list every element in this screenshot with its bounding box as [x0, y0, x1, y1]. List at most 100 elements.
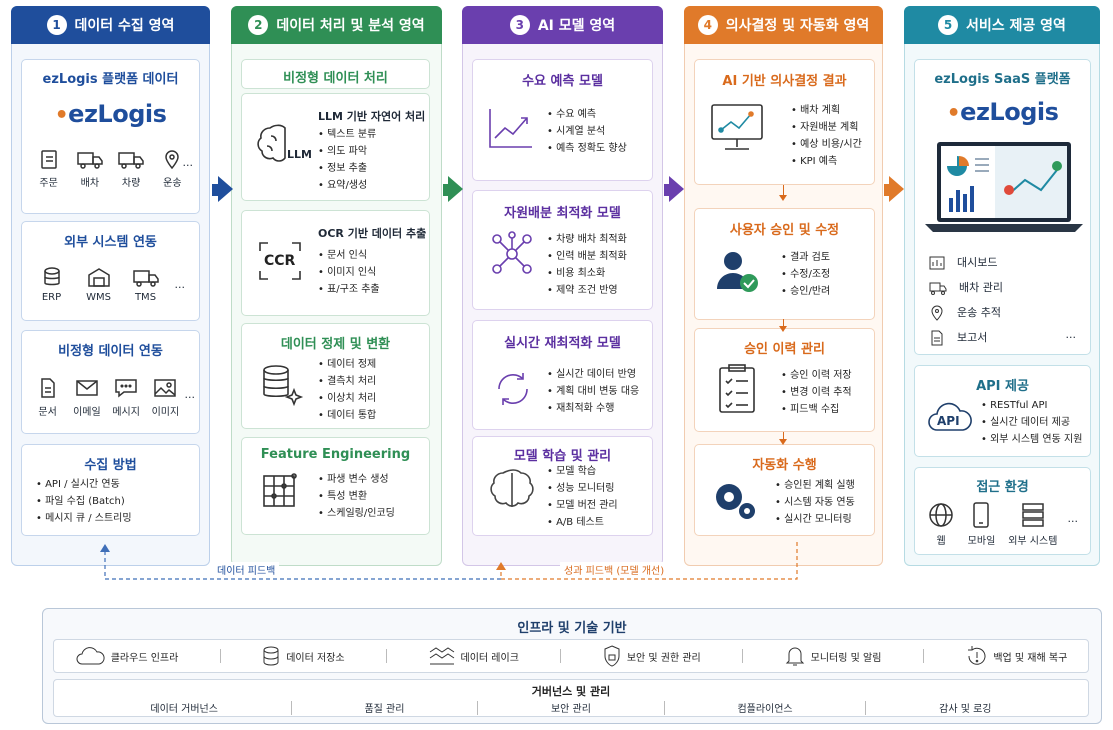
performance-feedback-label: 성과 피드백 (모델 개선) — [560, 562, 669, 577]
api-title: API 제공 — [976, 379, 1029, 394]
unstructured-processing-title-box: 비정형 데이터 처리 — [241, 59, 430, 89]
governance-item: 데이터 거버넌스 — [150, 704, 218, 715]
saas-platform-title: ezLogis SaaS 플랫폼 — [934, 72, 1071, 87]
erp-item: ERP — [35, 266, 69, 303]
ai-decision-box: AI 기반 의사결정 결과 배차 계획자원배분 계획예상 비용/시간KPI 예측 — [694, 59, 875, 185]
image-item: 이미지 — [148, 377, 182, 418]
governance-item: 보안 관리 — [550, 704, 591, 715]
platform-icons: 주문 배차 차량 운송 — [28, 148, 193, 189]
unstructured-title: 비정형 데이터 연동 — [58, 344, 163, 359]
access-icons: 웹 모바일 외부 시스템 — [921, 502, 1064, 547]
dispatch-item: 배차 — [73, 148, 107, 189]
gears-icon — [716, 484, 755, 519]
feedback-lines — [100, 542, 798, 580]
user-approval-box: 사용자 승인 및 수정 결과 검토수정/조정승인/반려 — [694, 208, 875, 320]
ai-model-column: 3AI 모델 영역 수요 예측 모델 수요 예측시계열 분석예측 정확도 향상 … — [462, 6, 663, 566]
data-cleansing-box: 데이터 정제 및 변환 데이터 정제결측치 처리이상치 처리데이터 통합 — [241, 323, 430, 429]
ai-decision-list: 배차 계획자원배분 계획예상 비용/시간KPI 예측 — [791, 102, 862, 170]
llm-box: LLM 기반 자연어 처리 LLM 텍스트 분류의도 파악정보 추출요약/생성 — [241, 93, 430, 201]
menu-report[interactable]: 보고서 — [929, 325, 1003, 350]
data-cleansing-list: 데이터 정제결측치 처리이상치 처리데이터 통합 — [318, 356, 376, 424]
collection-method-title: 수집 방법 — [84, 458, 137, 473]
infra-datalake: 데이터 레이크 — [429, 647, 519, 665]
cloud-icon — [76, 647, 105, 665]
report-icon — [931, 330, 943, 345]
more-ellipsis: ... — [182, 156, 194, 169]
tms-truck-icon — [132, 270, 159, 287]
external-system-box: 외부 시스템 연동 ERP WMS TMS ... — [21, 221, 200, 321]
column-title-4: 의사결정 및 자동화 영역 — [725, 18, 870, 34]
llm-list: 텍스트 분류의도 파악정보 추출요약/생성 — [318, 126, 376, 194]
flow-arrow-down — [779, 439, 787, 445]
resource-allocation-list: 차량 배차 최적화인력 배분 최적화비용 최소화제약 조건 반영 — [547, 231, 627, 299]
laptop-dashboard-icon — [925, 142, 1083, 232]
platform-data-title: ezLogis 플랫폼 데이터 — [42, 72, 179, 87]
backup-restore-icon — [968, 646, 986, 665]
governance-item: 품질 관리 — [364, 704, 405, 715]
flow-line — [783, 185, 784, 195]
infra-items-row: 클라우드 인프라 데이터 저장소 데이터 레이크 보안 및 권한 관리 모니터링… — [53, 639, 1089, 673]
shield-lock-icon — [604, 645, 620, 667]
server-icon — [1022, 503, 1044, 527]
feature-engineering-title: Feature Engineering — [260, 447, 411, 462]
feature-engineering-list: 파생 변수 생성특성 변환스케일링/인코딩 — [318, 471, 395, 522]
feature-engineering-box: Feature Engineering 파생 변수 생성특성 변환스케일링/인코… — [241, 437, 430, 535]
ocr-box: OCR 기반 데이터 추출 CCR 문서 인식이미지 인식표/구조 추출 — [241, 210, 430, 316]
infra-backup: 백업 및 재해 복구 — [965, 645, 1067, 667]
governance-panel: 거버넌스 및 관리 데이터 거버넌스 품질 관리 보안 관리 컴플라이언스 감사… — [53, 679, 1089, 717]
vehicle-icon — [118, 152, 144, 169]
more-ellipsis: ... — [1067, 512, 1079, 525]
message-icon — [115, 379, 137, 398]
mobile-icon — [973, 502, 990, 528]
mobile-item: 모바일 — [964, 502, 998, 547]
ocr-scan-icon — [259, 242, 301, 280]
menu-dispatch[interactable]: 배차 관리 — [929, 275, 1003, 300]
truck-icon — [929, 282, 947, 295]
automation-title: 자동화 수행 — [752, 458, 817, 473]
approval-history-list: 승인 이력 저장변경 이력 추적피드백 수집 — [781, 367, 852, 418]
warehouse-icon — [87, 268, 110, 287]
governance-items: 데이터 거버넌스 품질 관리 보안 관리 컴플라이언스 감사 및 로깅 — [114, 700, 1028, 715]
infra-security: 보안 및 권한 관리 — [603, 645, 701, 667]
feature-grid-icon — [263, 473, 297, 507]
realtime-reopt-box: 실시간 재최적화 모델 실시간 데이터 반영계획 대비 변동 대응재최적화 수행 — [472, 320, 653, 430]
infra-storage: 데이터 저장소 — [262, 646, 345, 666]
model-training-list: 모델 학습성능 모니터링모델 버전 관리A/B 테스트 — [547, 463, 618, 531]
menu-tracking[interactable]: 운송 추적 — [929, 300, 1003, 325]
network-node-icon — [492, 231, 532, 274]
governance-item: 감사 및 로깅 — [939, 704, 992, 715]
database-icon — [263, 646, 279, 666]
brain-icon — [257, 124, 286, 162]
external-system-title: 외부 시스템 연동 — [64, 235, 157, 250]
email-item: 이메일 — [70, 377, 104, 418]
infra-monitoring: 모니터링 및 알림 — [785, 645, 881, 667]
flow-arrow-4 — [889, 176, 904, 202]
user-check-icon — [717, 252, 758, 292]
flow-line — [783, 319, 784, 327]
infra-title: 인프라 및 기술 기반 — [517, 621, 627, 636]
flow-arrow-3 — [669, 176, 684, 202]
model-training-box: 모델 학습 및 관리 모델 학습성능 모니터링모델 버전 관리A/B 테스트 — [472, 436, 653, 536]
ezlogis-logo: •ezLogis — [54, 100, 167, 128]
tms-item: TMS — [129, 266, 163, 303]
ocr-icon-label: CCR — [264, 253, 296, 269]
more-ellipsis: ... — [174, 278, 186, 291]
document-icon — [40, 378, 55, 398]
monitor-route-icon — [711, 104, 763, 150]
automation-list: 승인된 계획 실행시스템 자동 연동실시간 모니터링 — [775, 477, 855, 528]
realtime-reopt-title: 실시간 재최적화 모델 — [504, 336, 621, 351]
flow-arrow-1 — [218, 176, 233, 202]
resource-allocation-box: 자원배분 최적화 모델 차량 배차 최적화인력 배분 최적화비용 최소화제약 조… — [472, 190, 653, 310]
document-item: 문서 — [31, 377, 65, 418]
email-icon — [76, 380, 98, 396]
menu-dashboard[interactable]: 대시보드 — [929, 250, 1003, 275]
clipboard-icon — [40, 150, 57, 169]
ai-brain-icon — [490, 469, 534, 507]
data-lake-icon — [429, 647, 454, 665]
resource-allocation-title: 자원배분 최적화 모델 — [504, 206, 621, 221]
api-cloud-icon — [928, 402, 972, 431]
